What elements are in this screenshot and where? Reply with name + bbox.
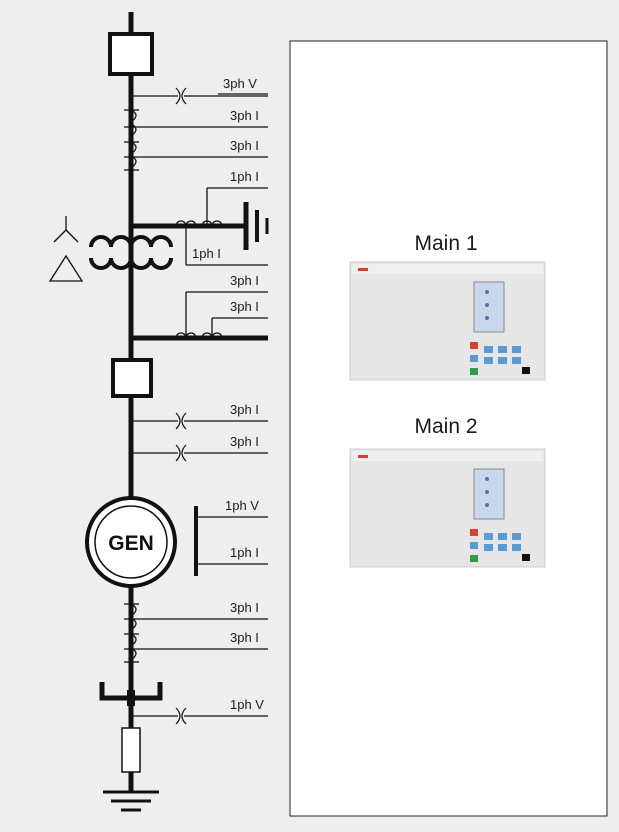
current-transformer-3 [124,603,268,663]
signal-label-10: 1ph V [225,498,259,513]
grounding-transformer [99,682,163,706]
neutral-ct-upper [175,187,268,266]
delta-symbol [48,254,84,282]
ground-symbol-bottom [103,776,159,812]
relay-panel [289,40,608,817]
current-transformer-1 [124,109,268,171]
circuit-breaker-top [108,32,154,76]
signal-label-9: 3ph I [230,434,259,449]
signal-label-3: 3ph I [230,138,259,153]
signal-label-11: 1ph I [230,545,259,560]
signal-label-14: 1ph V [230,697,264,712]
signal-label-2: 3ph I [230,108,259,123]
signal-label-12: 3ph I [230,600,259,615]
signal-label-4: 1ph I [230,169,259,184]
voltage-transformer-2 [131,707,268,725]
generator-inner-ring [94,505,168,579]
relay-device-main-2 [349,448,546,568]
generator-label: GEN [108,532,154,555]
signal-label-8: 3ph I [230,402,259,417]
current-transformer-2 [131,412,268,462]
power-transformer [89,235,173,270]
wye-symbol [53,216,79,243]
signal-label-7: 3ph I [230,299,259,314]
relay-label-main-1: Main 1 [414,232,477,255]
voltage-transformer-1 [131,87,268,105]
grounding-resistor [121,727,141,773]
signal-label-5: 1ph I [192,246,221,261]
signal-label-1: 3ph V [223,76,257,91]
generator-measurement-bar [194,506,268,576]
circuit-breaker-middle [111,358,153,398]
ground-symbol-right [243,202,269,250]
relay-label-main-2: Main 2 [414,415,477,438]
signal-label-6: 3ph I [230,273,259,288]
relay-device-main-1 [349,261,546,381]
neutral-ct-lower [175,291,268,339]
signal-label-13: 3ph I [230,630,259,645]
